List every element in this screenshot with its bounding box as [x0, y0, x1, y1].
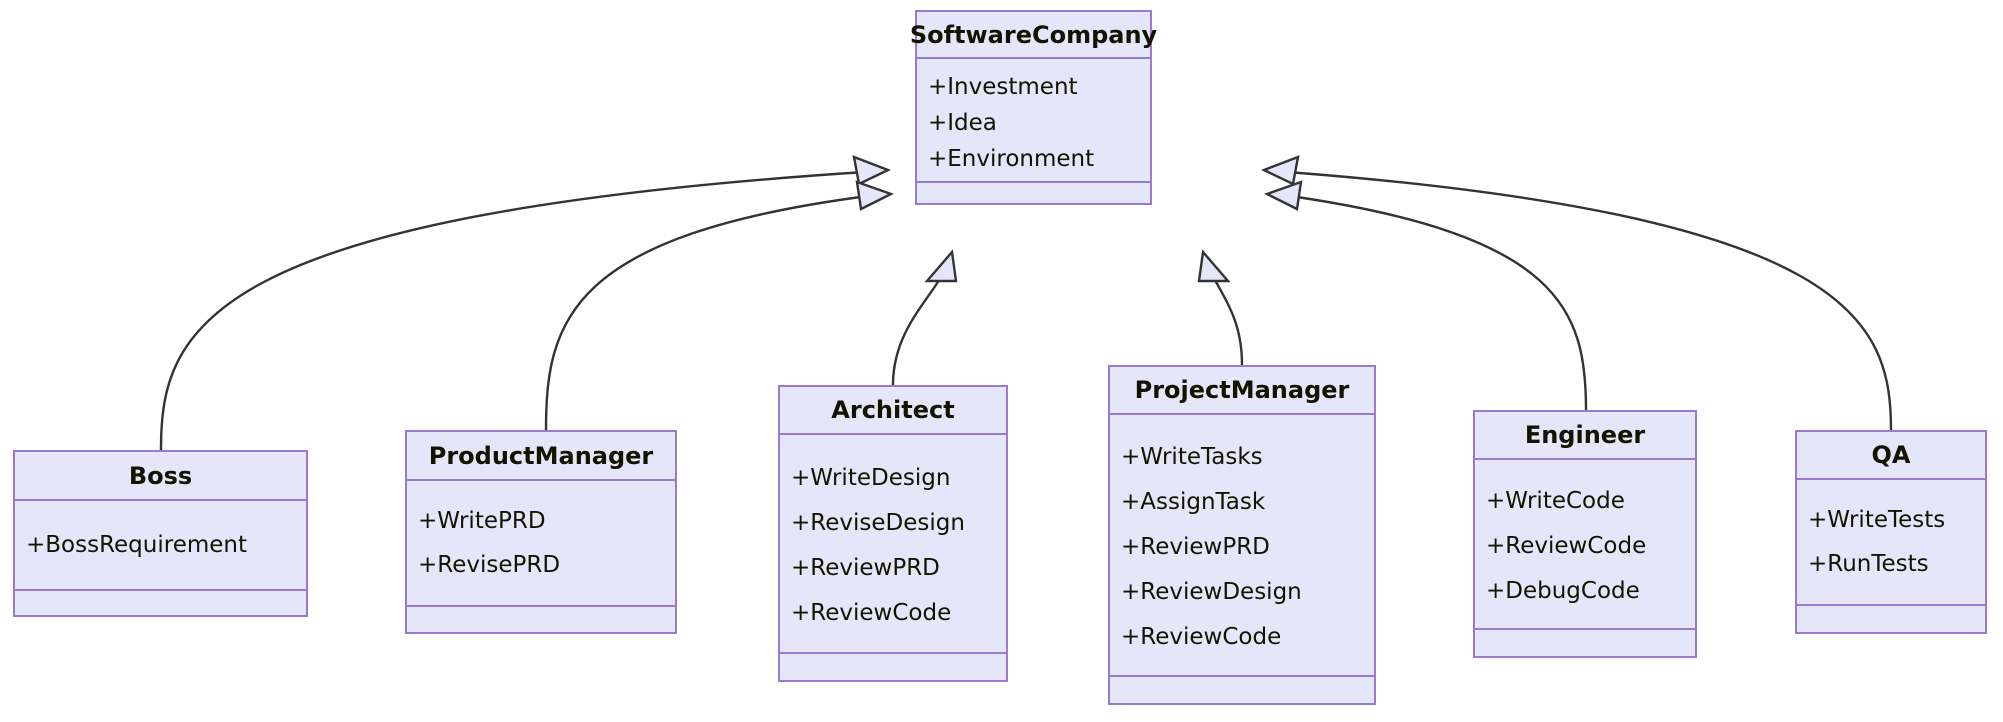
- uml-class-projectmanager[interactable]: ProjectManager +WriteTasks +AssignTask +…: [1108, 365, 1376, 705]
- uml-member: +WriteTasks: [1121, 444, 1263, 470]
- uml-class-methods-projectmanager: [1110, 677, 1374, 703]
- uml-member: +ReviseDesign: [791, 510, 965, 536]
- uml-class-title-softwarecompany: SoftwareCompany: [910, 12, 1157, 60]
- generalization-arrowhead-projectmanager: [1197, 249, 1231, 283]
- uml-class-members-boss: +BossRequirement: [15, 501, 306, 591]
- uml-class-title-boss: Boss: [15, 452, 306, 501]
- uml-member: +ReviewCode: [791, 600, 952, 626]
- uml-member: +DebugCode: [1486, 578, 1640, 604]
- uml-member: +Idea: [928, 109, 997, 136]
- uml-class-methods-productmanager: [407, 607, 675, 632]
- uml-member: +ReviewPRD: [1121, 534, 1270, 560]
- uml-class-members-productmanager: +WritePRD +RevisePRD: [407, 481, 675, 607]
- uml-class-methods-architect: [780, 654, 1006, 680]
- uml-class-methods-boss: [15, 591, 306, 615]
- generalization-arrowhead-productmanager: [855, 180, 895, 211]
- uml-member: +WriteTests: [1808, 507, 1946, 533]
- uml-class-title-productmanager: ProductManager: [407, 432, 675, 481]
- uml-member: +Investment: [928, 73, 1078, 100]
- generalization-arrowhead-engineer: [1263, 180, 1303, 211]
- uml-class-boss[interactable]: Boss +BossRequirement: [13, 450, 308, 617]
- uml-member: +AssignTask: [1121, 489, 1266, 515]
- edge-qa-to-softwarecompany: [1286, 170, 1893, 431]
- uml-member: +Environment: [928, 145, 1095, 172]
- uml-member: +WritePRD: [418, 508, 546, 534]
- uml-member: +ReviewPRD: [791, 555, 940, 581]
- uml-class-methods-softwarecompany: [917, 183, 1150, 203]
- uml-class-qa[interactable]: QA +WriteTests +RunTests: [1795, 430, 1987, 634]
- uml-member: +ReviewCode: [1486, 533, 1647, 559]
- uml-class-productmanager[interactable]: ProductManager +WritePRD +RevisePRD: [405, 430, 677, 634]
- uml-member: +WriteCode: [1486, 488, 1625, 514]
- uml-class-title-engineer: Engineer: [1475, 412, 1695, 460]
- uml-class-title-projectmanager: ProjectManager: [1110, 367, 1374, 415]
- generalization-arrowhead-boss: [852, 155, 892, 186]
- uml-member: +RevisePRD: [418, 552, 561, 578]
- uml-member: +WriteDesign: [791, 465, 951, 491]
- uml-class-title-qa: QA: [1797, 432, 1985, 480]
- uml-class-members-softwarecompany: +Investment +Idea +Environment: [917, 59, 1150, 183]
- uml-class-methods-engineer: [1475, 630, 1695, 656]
- uml-class-members-engineer: +WriteCode +ReviewCode +DebugCode: [1475, 460, 1695, 630]
- generalization-arrowhead-qa: [1260, 155, 1300, 186]
- uml-class-softwarecompany[interactable]: SoftwareCompany +Investment +Idea +Envir…: [910, 10, 1157, 205]
- uml-class-methods-qa: [1797, 606, 1985, 632]
- uml-member: +ReviewDesign: [1121, 579, 1302, 605]
- uml-class-architect[interactable]: Architect +WriteDesign +ReviseDesign +Re…: [778, 385, 1008, 682]
- edge-architect-to-softwarecompany: [891, 266, 949, 386]
- uml-class-members-qa: +WriteTests +RunTests: [1797, 480, 1985, 606]
- uml-class-members-projectmanager: +WriteTasks +AssignTask +ReviewPRD +Revi…: [1110, 415, 1374, 677]
- uml-member: +RunTests: [1808, 551, 1929, 577]
- edge-projectmanager-to-softwarecompany: [1206, 266, 1244, 366]
- uml-member: +BossRequirement: [26, 532, 248, 558]
- generalization-arrowhead-architect: [924, 249, 958, 283]
- uml-class-engineer[interactable]: Engineer +WriteCode +ReviewCode +DebugCo…: [1473, 410, 1697, 658]
- edge-boss-to-softwarecompany: [159, 170, 866, 451]
- uml-class-title-architect: Architect: [780, 387, 1006, 435]
- uml-class-members-architect: +WriteDesign +ReviseDesign +ReviewPRD +R…: [780, 435, 1006, 654]
- uml-member: +ReviewCode: [1121, 624, 1282, 650]
